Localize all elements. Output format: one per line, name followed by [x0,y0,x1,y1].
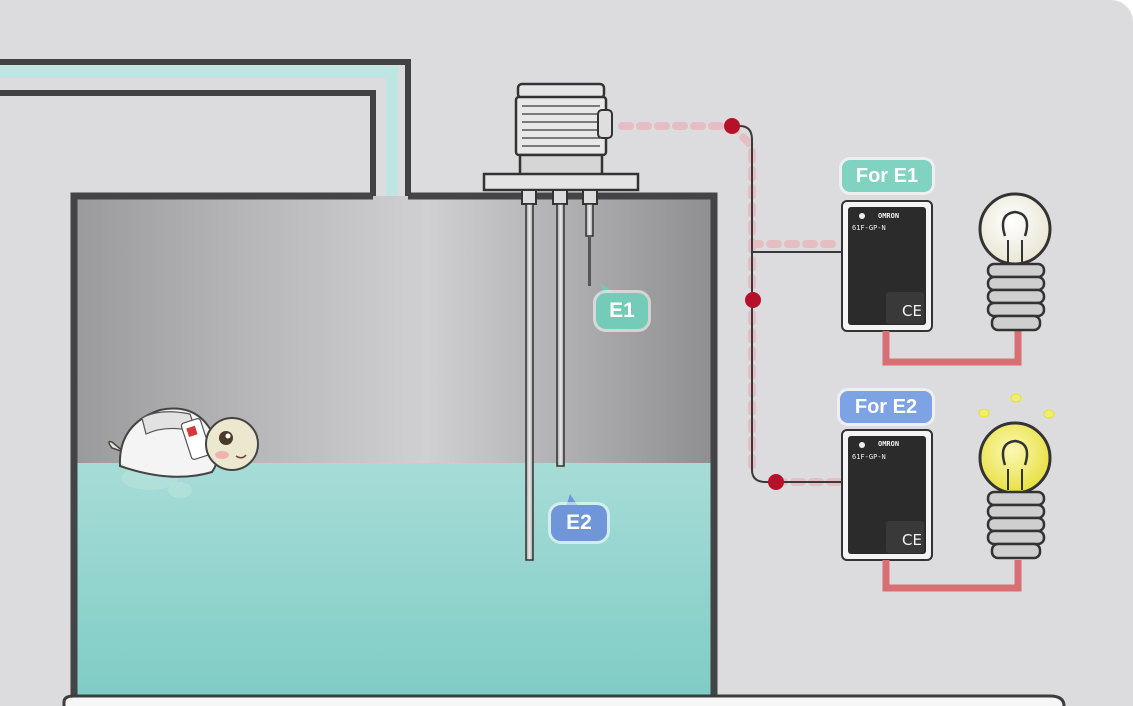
lamp-wire-e2 [882,560,1022,592]
relay-e1-ce-mark: CE [902,302,922,320]
lamp-e2-icon [978,393,1055,560]
relay-e1 [841,200,933,332]
e1-pointer [600,283,614,295]
relay-e2-ce-mark: CE [902,531,922,549]
lamp-wire-e1 [882,330,1022,366]
relay-e2-brand: OMRON [878,440,900,448]
inlet-pipe [0,59,411,222]
for-e2-label: For E2 [840,391,932,423]
water-tank [70,192,718,706]
e1-probe-label: E1 [596,293,648,329]
water [74,463,714,706]
electrode-rods [521,189,598,561]
electrode-holder [482,82,640,192]
relay-e2-model: 61F-GP-N [852,453,886,461]
relay-e2 [841,429,933,561]
bottom-panel [62,694,1066,706]
e2-probe-label: E2 [551,505,607,541]
relay-e1-brand: OMRON [878,212,900,220]
lamp-e1-icon [978,192,1052,332]
for-e1-label: For E1 [842,160,932,192]
wire-junctions [724,118,784,490]
relay-e1-model: 61F-GP-N [852,224,886,232]
e2-pointer [566,494,578,507]
turtle-mascot-icon [108,407,259,498]
wires [732,125,842,483]
